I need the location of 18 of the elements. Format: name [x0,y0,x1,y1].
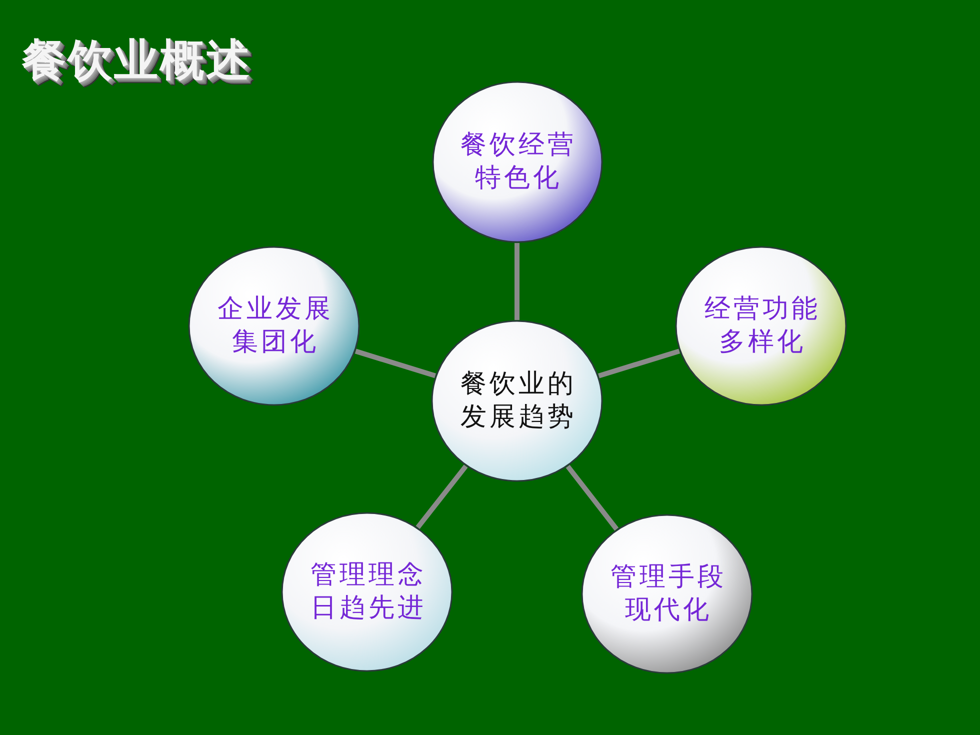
node-label: 经营功能多样化 [704,293,822,359]
connector-line [416,464,468,529]
node-label: 管理理念日趋先进 [310,559,428,625]
circle-node [431,320,603,482]
connector-line [598,348,680,378]
circle-node [581,514,753,674]
node-label: 餐饮业的发展趋势 [460,368,578,434]
connector-line [514,243,520,320]
circle-node [188,246,360,406]
node-label: 餐饮经营特色化 [460,129,578,195]
node-label: 管理手段现代化 [610,561,728,627]
connector-line [566,464,619,531]
circle-node [281,512,453,672]
circle-node [432,81,602,243]
connector-line [354,348,436,378]
circle-node [675,246,847,406]
node-label: 企业发展集团化 [216,293,334,359]
title: 餐饮业概述 [22,34,252,88]
